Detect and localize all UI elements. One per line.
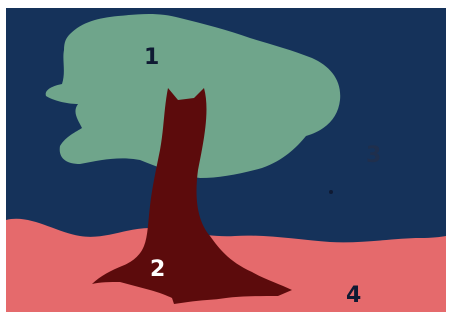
region-label-3: 3 (366, 143, 381, 168)
region-label-2: 2 (150, 257, 165, 282)
sky-speck (329, 190, 333, 194)
region-label-1: 1 (144, 45, 159, 70)
region-label-4: 4 (346, 283, 361, 308)
